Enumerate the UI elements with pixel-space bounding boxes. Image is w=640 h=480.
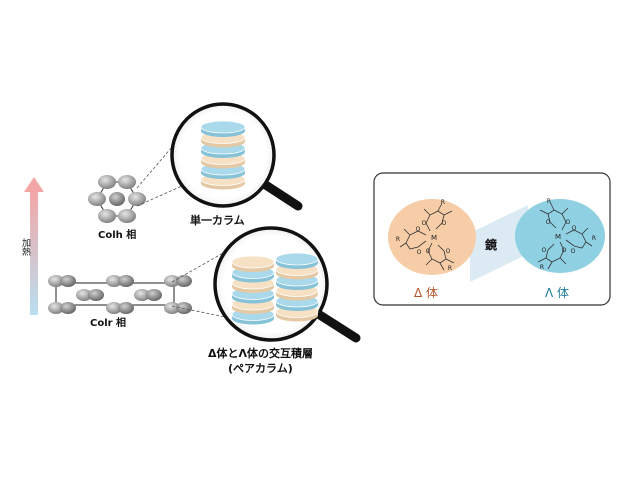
single-column-stack [200,120,246,190]
delta-isomer-label: Δ 体 [414,286,438,300]
column-molecule [176,302,192,314]
column-molecule [164,275,180,287]
column-molecule [109,192,125,206]
atom-label: R [547,198,551,205]
column-molecule [106,275,122,287]
atom-label: O [542,247,547,254]
stack-disc [231,255,275,269]
column-molecule [48,302,64,314]
mirror-plane [470,205,528,282]
column-molecule [98,209,116,223]
heating-label: 加熱 [20,238,31,257]
column-molecule [118,209,136,223]
lambda-isomer-label: Λ 体 [545,286,569,300]
colr-phase-label: Colr 相 [90,316,126,329]
atom-label: M [431,234,437,242]
atom-label: O [422,220,427,227]
column-molecule [106,302,122,314]
column-molecule [164,302,180,314]
column-molecule [118,175,136,189]
column-molecule [176,275,192,287]
atom-label: O [566,219,571,226]
atom-label: O [417,249,422,256]
column-molecule [88,192,106,206]
atom-label: O [446,248,451,255]
atom-label: R [592,235,596,242]
alternating-stack-label: Δ体とΛ体の交互積層 [208,346,313,360]
mirror-label: 鏡 [484,237,497,252]
column-molecule [118,302,134,314]
column-molecule [134,289,150,301]
lambda-isomer-ellipse [515,199,605,273]
colh-phase-label: Colh 相 [98,228,136,241]
column-molecule [88,289,104,301]
column-molecule [128,192,146,206]
column-molecule [48,275,64,287]
colh-hexagonal-lattice [88,175,146,223]
pair-column-label: (ペアカラム) [228,362,293,375]
stack-disc [275,252,319,266]
atom-label: R [448,265,452,272]
atom-label: O [442,220,447,227]
atom-label: R [396,236,400,243]
column-molecule [60,275,76,287]
atom-label: O [572,225,577,232]
atom-label: O [562,247,567,254]
atom-label: R [540,264,544,271]
column-molecule [60,302,76,314]
atom-label: M [555,233,561,241]
stack-disc [200,120,246,134]
delta-isomer-ellipse [388,199,476,275]
column-molecule [98,175,116,189]
atom-label: R [441,199,445,206]
column-molecule [146,289,162,301]
pair-column-stacks [231,252,319,325]
column-molecule [76,289,92,301]
atom-label: O [571,248,576,255]
single-column-label: 単一カラム [190,213,245,227]
heating-arrow [24,177,44,315]
colr-rectangular-lattice [48,275,192,314]
atom-label: O [426,248,431,255]
atom-label: O [546,219,551,226]
column-molecule [118,275,134,287]
atom-label: O [416,226,421,233]
